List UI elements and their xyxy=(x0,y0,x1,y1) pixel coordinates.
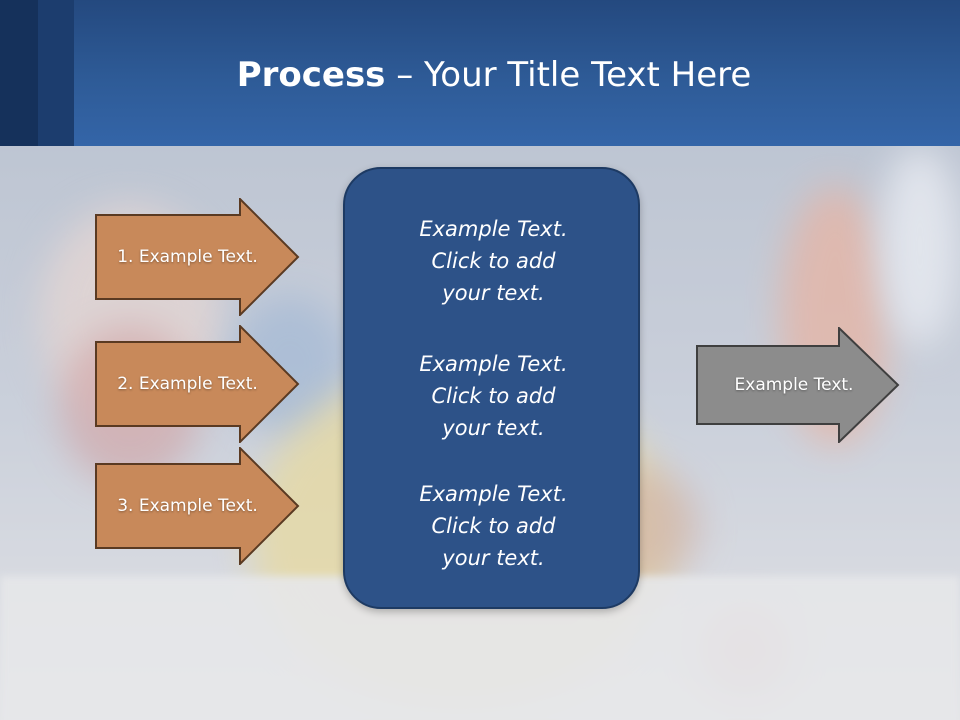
center-line: Example Text. xyxy=(419,482,568,506)
center-line: Example Text. xyxy=(419,352,568,376)
slide-title: Process – Your Title Text Here xyxy=(74,52,914,98)
center-text-block-1: Example Text. Click to add your text. xyxy=(345,213,642,309)
center-line: Click to add xyxy=(431,514,556,538)
title-rest: – Your Title Text Here xyxy=(385,55,752,95)
center-line: Example Text. xyxy=(419,217,568,241)
header-stripe-dark xyxy=(0,0,38,146)
arrow-result-label: Example Text. xyxy=(734,375,854,395)
center-line: your text. xyxy=(442,281,545,305)
arrow-step-3[interactable]: 3. Example Text. xyxy=(95,447,300,565)
arrow-step-1-label: 1. Example Text. xyxy=(117,247,258,267)
arrow-step-3-shape xyxy=(95,447,300,565)
center-line: your text. xyxy=(442,416,545,440)
arrow-step-2-label: 2. Example Text. xyxy=(117,374,258,394)
center-line: Click to add xyxy=(431,384,556,408)
center-line: Click to add xyxy=(431,249,556,273)
header-stripe-mid xyxy=(38,0,74,146)
arrow-step-3-label: 3. Example Text. xyxy=(117,496,258,516)
arrow-result-shape xyxy=(696,327,900,443)
center-text-block-2: Example Text. Click to add your text. xyxy=(345,348,642,444)
center-text-box[interactable]: Example Text. Click to add your text. Ex… xyxy=(343,167,640,609)
arrow-result[interactable]: Example Text. xyxy=(696,327,900,443)
header-bar: Process – Your Title Text Here xyxy=(0,0,960,146)
center-text-block-3: Example Text. Click to add your text. xyxy=(345,478,642,574)
arrow-step-1[interactable]: 1. Example Text. xyxy=(95,198,300,316)
arrow-step-1-shape xyxy=(95,198,300,316)
title-bold: Process xyxy=(236,55,386,95)
center-line: your text. xyxy=(442,546,545,570)
arrow-step-2-shape xyxy=(95,325,300,443)
arrow-step-2[interactable]: 2. Example Text. xyxy=(95,325,300,443)
